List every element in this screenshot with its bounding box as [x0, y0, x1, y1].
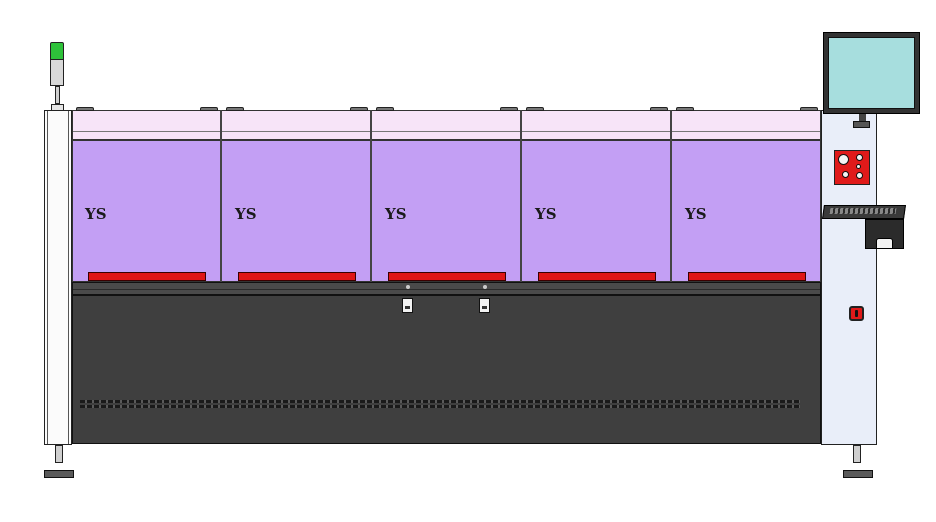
zone-label: YS — [685, 205, 707, 223]
mouse-icon — [876, 238, 893, 249]
leveling-foot — [843, 470, 873, 478]
signal-tower-pole — [55, 86, 60, 104]
hood-handle — [376, 107, 394, 111]
zone-handle — [538, 272, 656, 281]
hood-handle — [76, 107, 94, 111]
hood-handle — [676, 107, 694, 111]
keyboard-support — [865, 219, 904, 249]
leveling-foot — [44, 470, 74, 478]
zone-label: YS — [85, 205, 107, 223]
left-end-column — [44, 110, 72, 445]
hood-handle — [226, 107, 244, 111]
vent-row — [80, 400, 800, 403]
hood-handle — [350, 107, 368, 111]
zone-divider — [220, 110, 222, 282]
heating-zone-wall — [72, 140, 821, 282]
hood-top-strip — [72, 110, 821, 140]
monitor-base — [853, 121, 870, 128]
emergency-stop-icon — [849, 306, 864, 321]
conveyor-rail — [72, 282, 821, 295]
small-button — [856, 154, 863, 161]
monitor-screen — [828, 37, 915, 109]
zone-handle — [238, 272, 356, 281]
leveling-foot-stem — [853, 445, 861, 463]
vent-row — [80, 405, 800, 408]
hood-handle — [500, 107, 518, 111]
monitor-stand — [859, 114, 866, 122]
zone-handle — [688, 272, 806, 281]
indicator-dot — [483, 285, 487, 289]
zone-handle — [388, 272, 506, 281]
zone-label: YS — [235, 205, 257, 223]
zone-label: YS — [385, 205, 407, 223]
power-button — [838, 154, 849, 165]
keyboard-keys — [829, 208, 897, 214]
leveling-foot-stem — [55, 445, 63, 463]
zone-divider — [370, 110, 372, 282]
hood-handle — [650, 107, 668, 111]
zone-divider — [670, 110, 672, 282]
control-buttons-icon — [834, 150, 870, 185]
zone-label: YS — [535, 205, 557, 223]
zone-handle — [88, 272, 206, 281]
indicator-dot — [406, 285, 410, 289]
small-button — [856, 164, 861, 169]
cabinet-latch-icon — [479, 298, 490, 313]
signal-light-green-icon — [50, 42, 64, 60]
small-button — [856, 172, 863, 179]
hood-handle — [800, 107, 818, 111]
signal-tower-body — [50, 60, 64, 86]
lower-cabinet — [72, 295, 821, 444]
small-button — [842, 171, 849, 178]
cabinet-latch-icon — [402, 298, 413, 313]
zone-divider — [520, 110, 522, 282]
hood-handle — [200, 107, 218, 111]
hood-handle — [526, 107, 544, 111]
